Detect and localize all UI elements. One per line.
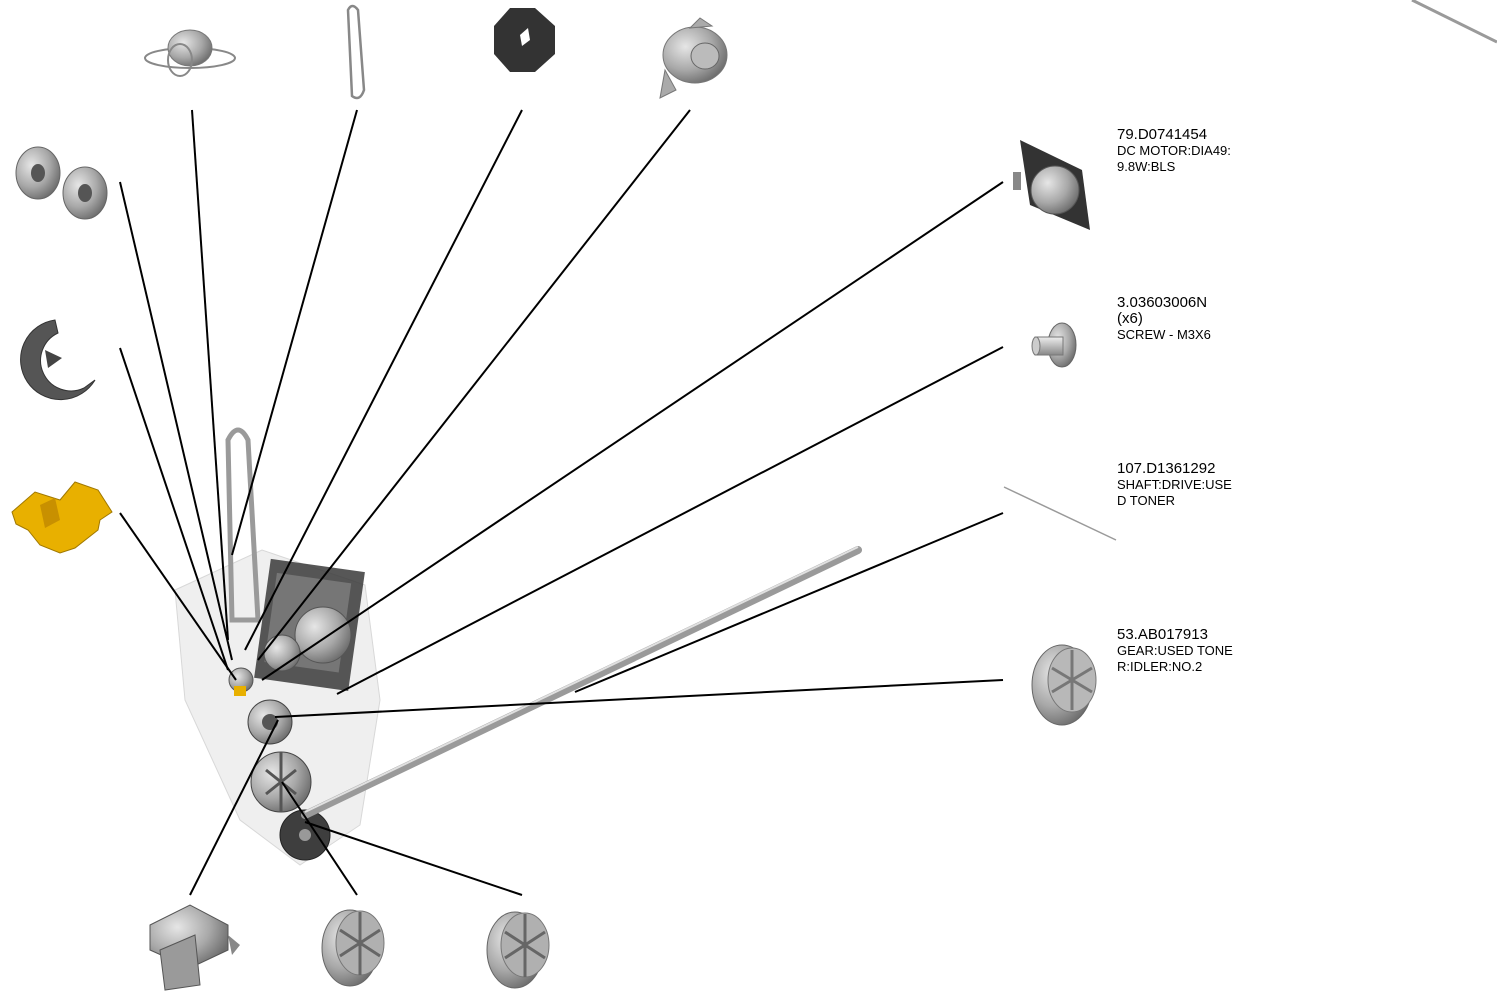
leader-clip <box>189 719 279 896</box>
gear-part-2 <box>486 911 550 989</box>
octagon-washer <box>494 8 555 72</box>
gear-part-1 <box>321 909 385 987</box>
part-number: 79.D0741454 <box>1117 126 1208 143</box>
label-idler-gear: 53.AB017913 GEAR:USED TONE R:IDLER:NO.2 <box>1117 627 1233 675</box>
clip-part <box>149 904 240 991</box>
corner-shaft-fragment <box>1411 0 1497 44</box>
leader-idler <box>274 679 1004 718</box>
part-number: 107.D1361292 <box>1117 460 1216 477</box>
leader-gear2 <box>304 821 523 896</box>
bushing-pair <box>15 146 108 220</box>
part-number: 53.AB017913 <box>1117 626 1208 643</box>
label-dc-motor: 79.D0741454 DC MOTOR:DIA49: 9.8W:BLS <box>1117 127 1231 175</box>
screw-part <box>1031 322 1077 368</box>
e-ring <box>20 319 96 401</box>
leader-motor <box>261 181 1004 681</box>
leader-bushing <box>119 181 233 661</box>
leader-washer <box>244 109 523 651</box>
label-drive-shaft: 107.D1361292 SHAFT:DRIVE:USE D TONER <box>1117 461 1232 509</box>
leader-gear1 <box>281 781 358 896</box>
description-line: 9.8W:BLS <box>1117 159 1176 174</box>
leader-belt <box>231 109 358 556</box>
description-line: R:IDLER:NO.2 <box>1117 659 1203 674</box>
leader-screw <box>336 346 1004 695</box>
sensor-bracket-highlighted <box>11 481 113 554</box>
leader-shaft <box>574 512 1004 693</box>
description-line: DC MOTOR:DIA49: <box>1117 143 1231 158</box>
quantity: (x6) <box>1117 310 1143 327</box>
description-line: SHAFT:DRIVE:USE <box>1117 477 1232 492</box>
thin-shaft-part <box>1003 486 1117 541</box>
part-number: 3.03603006N <box>1117 294 1208 311</box>
label-screw: 3.03603006N (x6) SCREW - M3X6 <box>1117 295 1211 343</box>
leader-clutch <box>257 109 691 661</box>
description-line: D TONER <box>1117 493 1176 508</box>
spring-part <box>144 29 236 77</box>
leader-bracket <box>119 512 237 681</box>
motor-part <box>1013 140 1090 230</box>
leader-spring <box>191 109 229 641</box>
assembly-frame <box>174 427 381 866</box>
leader-lines <box>119 109 1004 896</box>
description-line: GEAR:USED TONE <box>1117 643 1233 658</box>
clutch-part <box>659 17 728 99</box>
description-line: SCREW - M3X6 <box>1117 327 1211 342</box>
belt-part <box>346 4 366 100</box>
leader-ering <box>119 347 229 671</box>
drive-shaft <box>301 546 862 819</box>
idler-gear-part <box>1031 644 1097 726</box>
